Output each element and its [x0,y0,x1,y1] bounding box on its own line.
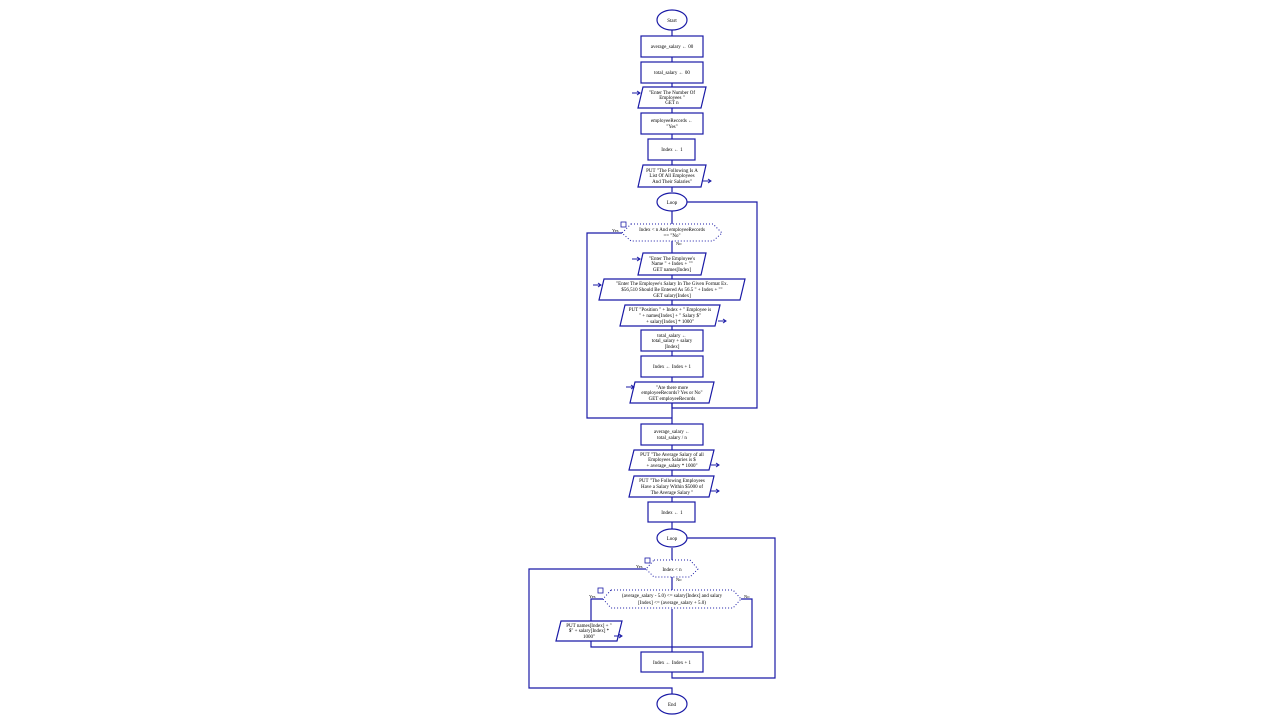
decision-loop2-condition: Index < n Yes No [636,557,699,582]
input-number-of-employees: "Enter The Number Of Employees " GET n [632,86,707,109]
process-total-salary-add: total_salary ← total_salary + salary [In… [640,329,704,352]
svg-text:No: No [676,577,682,582]
process-index-init-2: Index ← 1 [647,501,696,523]
process-index-init-1: Index ← 1 [647,138,696,161]
svg-text:"Are there more: "Are there more [656,386,689,391]
svg-text:+ average_salary * 1000": + average_salary * 1000" [646,464,697,469]
svg-text:The Average Salary ": The Average Salary " [651,491,694,496]
svg-text:Index ← Index + 1: Index ← Index + 1 [653,661,692,666]
svg-text:== "No": == "No" [663,234,680,239]
process-employee-records-init: employeeRecords ← "Yes" [640,112,704,135]
decision-salary-range: (average_salary - 5.0) <= salary[Index] … [589,587,750,609]
svg-text:employeeRecords ←: employeeRecords ← [651,119,693,124]
yes-label: Yes [612,228,619,233]
svg-text:Loop: Loop [667,201,678,206]
svg-text:" + names[Index] + " Salary $": " + names[Index] + " Salary $" [639,314,701,319]
svg-text:Yes: Yes [636,564,643,569]
svg-text:Index ← 1: Index ← 1 [661,511,683,516]
input-employee-salary: "Enter The Employee's Salary In The Give… [593,278,746,301]
no-label: No [676,241,682,246]
input-more-records: "Are there more employeeRecords? Yes or … [626,381,715,404]
svg-text:+ salary[Index] * 1000": + salary[Index] * 1000" [646,320,694,325]
svg-text:PUT names[Index] + ": PUT names[Index] + " [566,624,611,629]
loop-2: Loop [656,528,688,548]
svg-text:$56,510 Should Be Entered As 5: $56,510 Should Be Entered As 56.5 " + In… [621,288,722,293]
process-average-salary-init: average_salary ← 00 [640,35,704,58]
svg-text:(average_salary - 5.0) <= sala: (average_salary - 5.0) <= salary[Index] … [622,594,723,599]
svg-text:PUT "The Average Salary of all: PUT "The Average Salary of all [640,453,704,458]
output-following-employees: PUT "The Following Employees Have a Sala… [628,475,720,498]
output-employee-name-salary: PUT names[Index] + " $" + salary[Index] … [555,620,623,642]
output-position-salary: PUT "Position " + Index + " Employee is … [619,304,727,327]
svg-text:[Index] <= (average_salary + 5: [Index] <= (average_salary + 5.0) [638,601,706,606]
svg-text:GET names[Index]: GET names[Index] [653,268,692,273]
svg-text:Name " + Index + "": Name " + Index + "" [651,262,692,267]
svg-text:Have a Salary Within $5000 of: Have a Salary Within $5000 of [641,485,703,490]
svg-text:total_salary ← 00: total_salary ← 00 [654,71,690,76]
svg-text:List Of All Employees: List Of All Employees [649,174,694,179]
svg-text:Employees Salaries is $: Employees Salaries is $ [648,458,696,463]
svg-text:Index < n: Index < n [662,568,682,573]
svg-text:GET n: GET n [665,101,679,106]
start-terminal: Start [656,9,688,31]
svg-text:Employees ": Employees " [659,96,685,101]
svg-text:"Enter The Employee's Salary I: "Enter The Employee's Salary In The Give… [616,282,728,287]
svg-text:employeeRecords? Yes or No": employeeRecords? Yes or No" [641,391,702,396]
output-list-heading: PUT "The Following Is A List Of All Empl… [637,164,712,188]
svg-text:And Their Salaries": And Their Salaries" [652,180,692,185]
connectors [528,30,776,694]
svg-text:Index < n And employeeRecords: Index < n And employeeRecords [639,228,705,233]
svg-text:No: No [744,594,750,599]
svg-text:PUT "Position " + Index + " Em: PUT "Position " + Index + " Employee is [629,308,712,313]
output-average-salary: PUT "The Average Salary of all Employees… [628,449,720,471]
svg-text:Yes: Yes [589,594,596,599]
svg-text:"Enter The Employee's: "Enter The Employee's [649,257,695,262]
svg-text:"Yes": "Yes" [666,125,677,130]
svg-text:$" + salary[Index] *: $" + salary[Index] * [569,629,610,634]
svg-text:GET salary[Index]: GET salary[Index] [653,294,691,299]
svg-text:[Index]: [Index] [665,345,680,350]
decision-loop1-condition: Index < n And employeeRecords == "No" Ye… [612,221,723,246]
end-terminal: End [656,693,688,715]
loop-1: Loop [656,192,688,212]
svg-text:Index ← 1: Index ← 1 [661,148,683,153]
svg-text:Loop: Loop [667,537,678,542]
svg-text:PUT "The Following Employees: PUT "The Following Employees [639,479,705,484]
start-label: Start [667,19,677,24]
svg-text:total_salary / n: total_salary / n [657,436,687,441]
input-employee-name: "Enter The Employee's Name " + Index + "… [632,252,707,276]
process-index-increment-1: Index ← Index + 1 [640,355,704,378]
svg-text:1000": 1000" [583,635,595,640]
process-index-increment-2: Index ← Index + 1 [640,651,704,673]
svg-text:average_salary ← 00: average_salary ← 00 [651,45,694,50]
process-total-salary-init: total_salary ← 00 [640,61,704,84]
process-average-salary-calc: average_salary ← total_salary / n [640,423,704,446]
svg-text:"Enter The Number Of: "Enter The Number Of [649,91,695,96]
svg-text:total_salary + salary: total_salary + salary [652,339,693,344]
svg-text:total_salary ←: total_salary ← [657,334,687,339]
svg-text:GET employeeRecords: GET employeeRecords [649,397,696,402]
svg-text:PUT "The Following Is A: PUT "The Following Is A [646,169,698,174]
end-label: End [668,703,677,708]
svg-text:Index ← Index + 1: Index ← Index + 1 [653,365,692,370]
svg-text:average_salary ←: average_salary ← [654,430,690,435]
